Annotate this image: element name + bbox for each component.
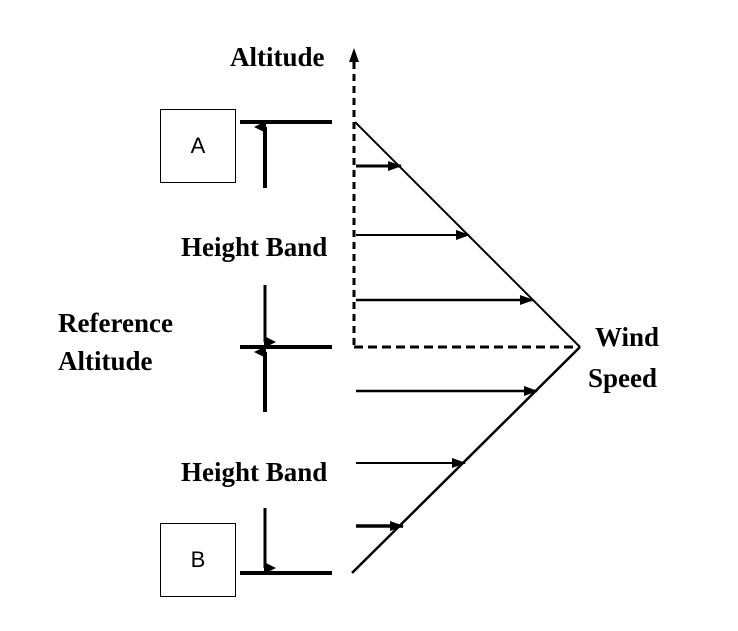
box-b: B	[160, 523, 236, 597]
height-band-upper-label: Height Band	[181, 232, 328, 262]
reference-altitude-label-line2: Altitude	[58, 346, 153, 376]
box-a: A	[160, 109, 236, 183]
altitude-axis-label: Altitude	[230, 42, 325, 72]
reference-altitude-label-line1: Reference	[58, 308, 173, 338]
altitude-axis-arrowhead	[349, 48, 359, 62]
height-band-lower-label: Height Band	[181, 457, 328, 487]
wind-speed-label-line1: Wind	[595, 322, 660, 352]
wind-speed-label-line2: Speed	[588, 363, 658, 393]
lower-profile-line	[351, 346, 581, 574]
